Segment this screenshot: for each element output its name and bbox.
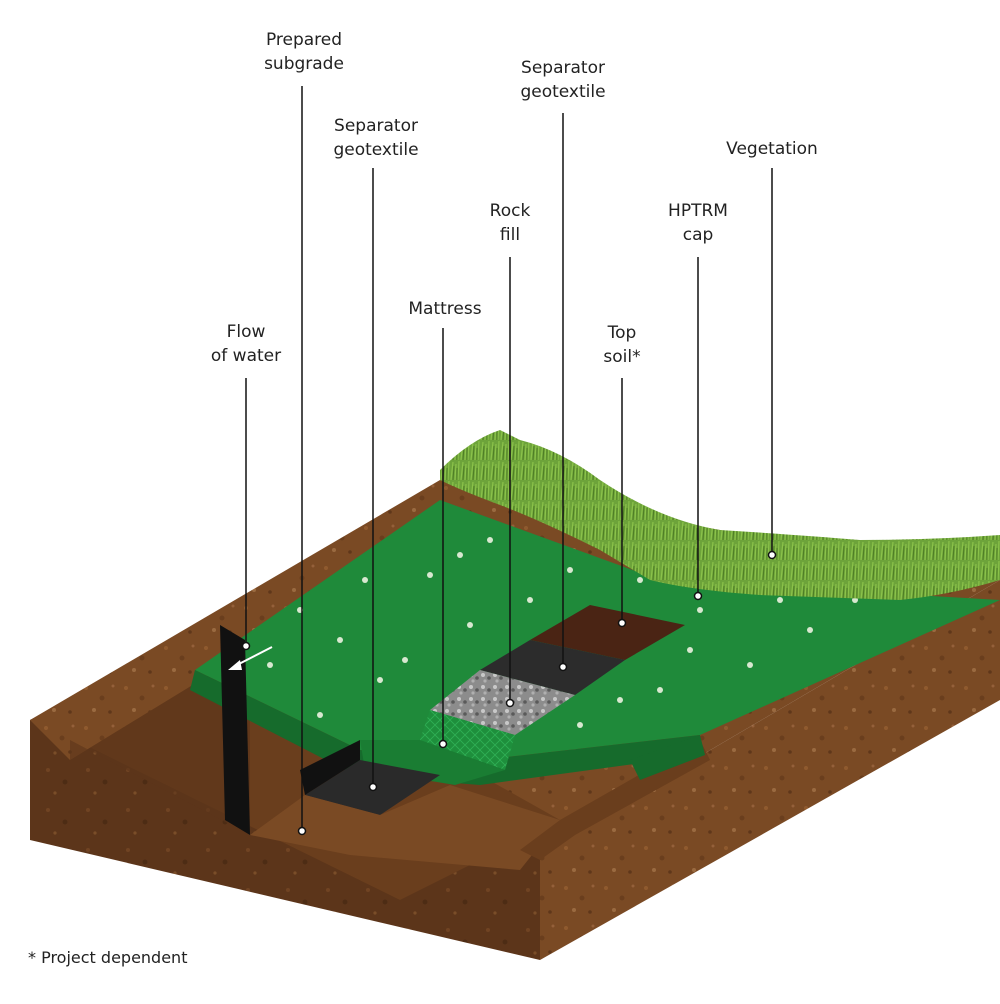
- prepared-subgrade[interactable]: [250, 785, 560, 870]
- label-vegetation: Vegetation: [726, 139, 818, 159]
- label-mattress: Mattress: [408, 299, 482, 319]
- rock-fill-layer[interactable]: [430, 670, 575, 735]
- leader-lines: [245, 86, 773, 831]
- separator-geotextile-upper[interactable]: [480, 640, 625, 695]
- right-trench-mesh: [630, 735, 705, 780]
- soil-left-shoulder: [30, 625, 250, 760]
- top-soil-layer[interactable]: [530, 605, 685, 660]
- hptrm-mat-front-edge: [190, 670, 700, 785]
- footnote: * Project dependent: [28, 948, 188, 967]
- left-ditch: [220, 625, 250, 835]
- vegetation[interactable]: [440, 430, 1000, 600]
- separator-geotextile-lower-wall: [300, 740, 360, 795]
- soil-right-face: [540, 580, 1000, 960]
- flow-arrow-head: [228, 660, 242, 670]
- leader-dots: [241, 550, 777, 836]
- flow-arrow-line: [234, 646, 273, 667]
